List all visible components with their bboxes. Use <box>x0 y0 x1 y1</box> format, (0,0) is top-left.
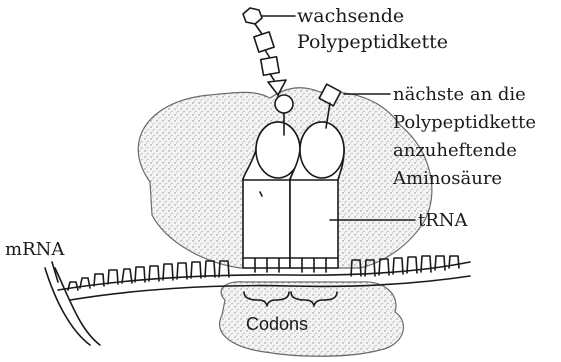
amino-acid-square <box>261 57 280 76</box>
label-trna: tRNA <box>418 210 469 231</box>
amino-acid-circle <box>275 95 293 113</box>
label-growing-chain-1: wachsende <box>297 5 404 27</box>
label-next-aa-2: Polypeptidkette <box>393 112 536 133</box>
label-next-aa-1: nächste an die <box>393 84 526 105</box>
label-codons: Codons <box>246 314 308 334</box>
amino-acid-hexagon <box>243 8 262 24</box>
label-mrna: mRNA <box>5 239 65 260</box>
amino-acid-square <box>254 32 274 52</box>
label-growing-chain-2: Polypeptidkette <box>297 31 448 53</box>
label-next-aa-4: Aminosäure <box>392 168 502 189</box>
label-next-aa-3: anzuheftende <box>393 140 517 161</box>
